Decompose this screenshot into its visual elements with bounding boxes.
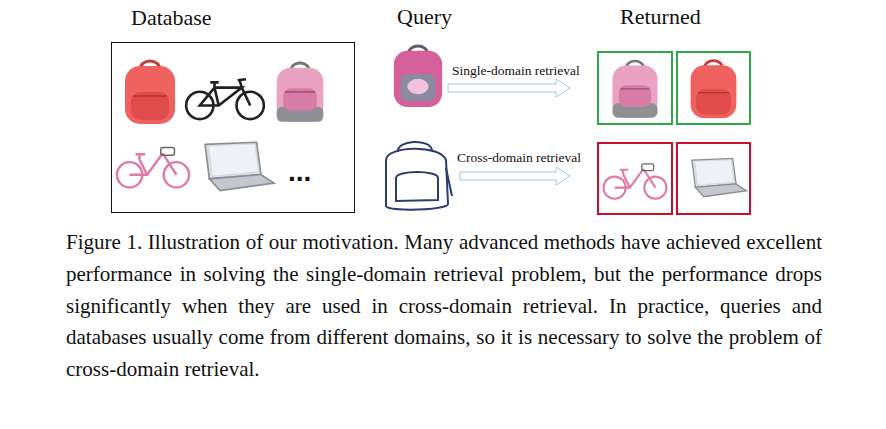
red-backpack: [125, 61, 175, 124]
red-backpack: [691, 61, 737, 119]
laptop: [692, 158, 746, 196]
hollow-arrow: [460, 167, 570, 185]
sketch-stroke: [446, 168, 452, 196]
pink-backpack: [277, 63, 324, 122]
sketch-stroke: [386, 149, 448, 210]
column-title: Returned: [620, 4, 701, 30]
sketch-backpack: [386, 142, 452, 210]
panel-title: Database: [131, 5, 212, 31]
pink-bicycle: [604, 164, 667, 199]
arrow-label: Single-domain retrieval: [452, 63, 580, 79]
correct-frame: [598, 52, 672, 124]
sketch-stroke: [396, 172, 438, 201]
wrong-frame: [598, 143, 672, 214]
laptop: [205, 142, 274, 190]
ellipsis: ...: [288, 155, 311, 189]
database-panel: Database...: [111, 42, 355, 213]
hollow-arrow: [448, 79, 570, 97]
column-title: Query: [397, 4, 452, 30]
wrong-frame: [677, 143, 750, 214]
correct-frame: [677, 52, 750, 124]
pink-backpack: [613, 61, 658, 118]
bicycle: [186, 79, 264, 119]
figure-caption: Figure 1. Illustration of our motivation…: [66, 227, 822, 386]
arrow-label: Cross-domain retrieval: [457, 150, 581, 166]
query-backpack: [394, 46, 442, 107]
pink-bicycle: [117, 147, 189, 187]
